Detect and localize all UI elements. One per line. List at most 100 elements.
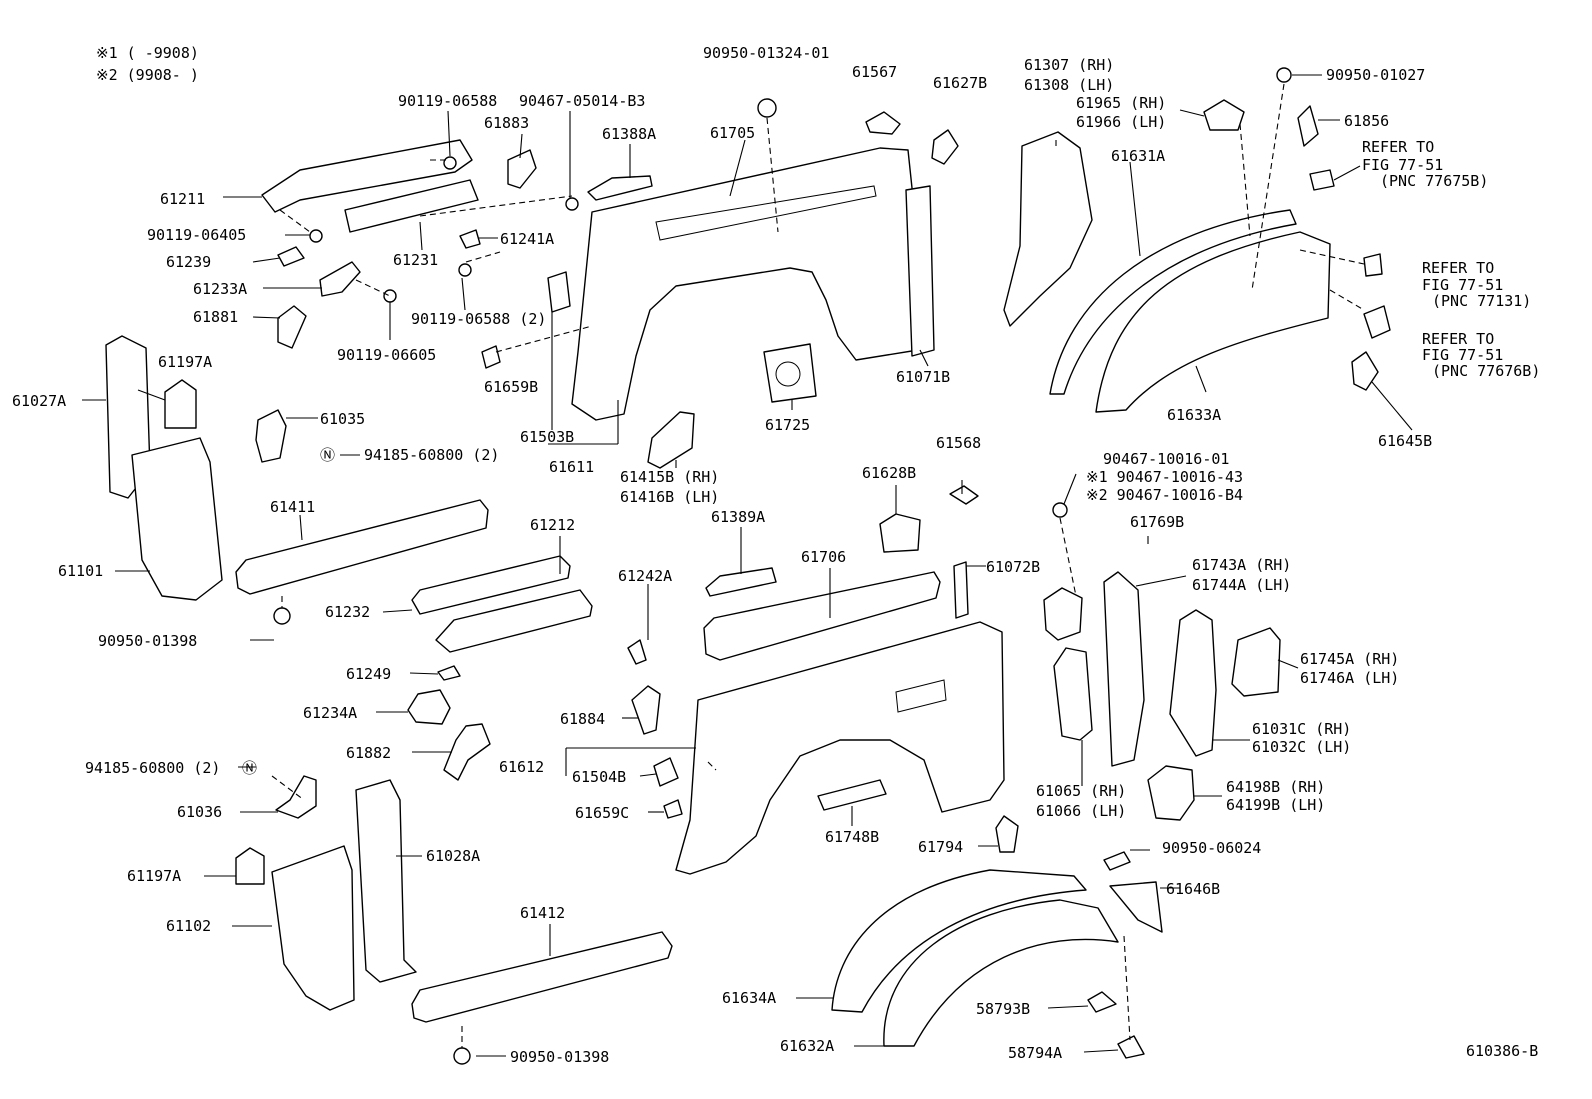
part-64198B (1147, 765, 1195, 821)
bolt-90119-06605 (383, 289, 397, 303)
bolt-90119-06405 (309, 229, 323, 243)
clip-90950-01398-upper (273, 607, 291, 625)
part-61645B (1351, 351, 1379, 391)
label: 61503B (520, 428, 574, 446)
part-61415B (647, 411, 695, 469)
label: (PNC 77131) (1432, 292, 1531, 310)
part-61745A (1231, 627, 1281, 697)
label: 61568 (936, 434, 981, 452)
part-61071B (905, 185, 935, 357)
handle-recess (895, 679, 947, 713)
label: 61627B (933, 74, 987, 92)
label: 61197A (158, 353, 212, 371)
part-61504B (653, 757, 679, 787)
part-61212 (411, 555, 571, 615)
part-58793B (1087, 991, 1117, 1013)
part-61411 (235, 499, 489, 595)
label: 90467-10016-01 (1103, 450, 1229, 468)
label: 58793B (976, 1000, 1030, 1018)
nut-symbol-lower: Ⓝ (242, 759, 257, 777)
label: 61745A (RH) (1300, 650, 1399, 668)
label: 61241A (500, 230, 554, 248)
label: 90119-06605 (337, 346, 436, 364)
label: 61242A (618, 567, 672, 585)
label: 61884 (560, 710, 605, 728)
label: 61705 (710, 124, 755, 142)
part-61307 (1003, 131, 1093, 327)
label: 61412 (520, 904, 565, 922)
label: 61504B (572, 768, 626, 786)
label: 61883 (484, 114, 529, 132)
label: 61416B (LH) (620, 488, 719, 506)
part-61628B (879, 513, 921, 553)
clip-90950-01027 (1276, 67, 1292, 83)
part-61884 (631, 685, 661, 735)
part-61632A (883, 899, 1119, 1047)
label: 61612 (499, 758, 544, 776)
part-90950-06024 (1103, 851, 1131, 871)
label: 61411 (270, 498, 315, 516)
nut-symbol: Ⓝ (320, 446, 335, 464)
part-61646B (1109, 881, 1163, 933)
label: 61307 (RH) (1024, 56, 1114, 74)
label: 61249 (346, 665, 391, 683)
label: ※2 90467-10016-B4 (1086, 486, 1243, 504)
part-61743A (1103, 571, 1145, 767)
part-61389A (705, 567, 777, 597)
part-61965 (1203, 99, 1245, 131)
part-61503B (547, 271, 571, 313)
ref-77675B-part (1309, 169, 1335, 191)
part-61631A (1049, 209, 1297, 395)
label: 61631A (1111, 147, 1165, 165)
part-61028A (355, 779, 417, 983)
label: ※1 90467-10016-43 (1086, 468, 1243, 486)
part-61634A (831, 869, 1087, 1013)
part-61065 (1053, 647, 1093, 741)
part-61249 (437, 665, 461, 681)
label: 61027A (12, 392, 66, 410)
label: 61646B (1166, 880, 1220, 898)
label: 90950-01398 (510, 1048, 609, 1066)
part-61102 (271, 845, 355, 1011)
clip-90950-01324-01 (757, 98, 777, 118)
label: FIG 77-51 (1422, 346, 1503, 364)
part-61197A-lower (235, 847, 265, 885)
dashed-assembly-lines (271, 83, 1365, 1048)
label: 61633A (1167, 406, 1221, 424)
label: 61388A (602, 125, 656, 143)
part-61705 (571, 147, 919, 421)
part-61239 (277, 246, 305, 267)
part-58794A (1117, 1035, 1145, 1059)
label: 61389A (711, 508, 765, 526)
label: 61036 (177, 803, 222, 821)
part-61234A (407, 689, 451, 725)
label: 61744A (LH) (1192, 576, 1291, 594)
label: 61856 (1344, 112, 1389, 130)
label: (PNC 77675B) (1380, 172, 1488, 190)
part-61035 (255, 409, 287, 463)
label: 90950-06024 (1162, 839, 1261, 857)
label: 90119-06405 (147, 226, 246, 244)
label: REFER TO (1422, 259, 1494, 277)
label: 61102 (166, 917, 211, 935)
label: 61748B (825, 828, 879, 846)
part-61659C (663, 799, 683, 819)
part-61659B (481, 345, 501, 369)
label: 61634A (722, 989, 776, 1007)
label: 61072B (986, 558, 1040, 576)
label: 61231 (393, 251, 438, 269)
part-61627B (931, 129, 959, 165)
label: 64198B (RH) (1226, 778, 1325, 796)
part-61231 (344, 179, 479, 233)
clip-90950-01398-lower (453, 1047, 471, 1065)
label: 61706 (801, 548, 846, 566)
part-61036 (275, 775, 317, 819)
label: 61882 (346, 744, 391, 762)
label: 61632A (780, 1037, 834, 1055)
label: FIG 77-51 (1362, 156, 1443, 174)
label: 61308 (LH) (1024, 76, 1114, 94)
header-note-2: ※2 (9908- ) (96, 66, 199, 84)
label: 90950-01398 (98, 632, 197, 650)
label: 61965 (RH) (1076, 94, 1166, 112)
